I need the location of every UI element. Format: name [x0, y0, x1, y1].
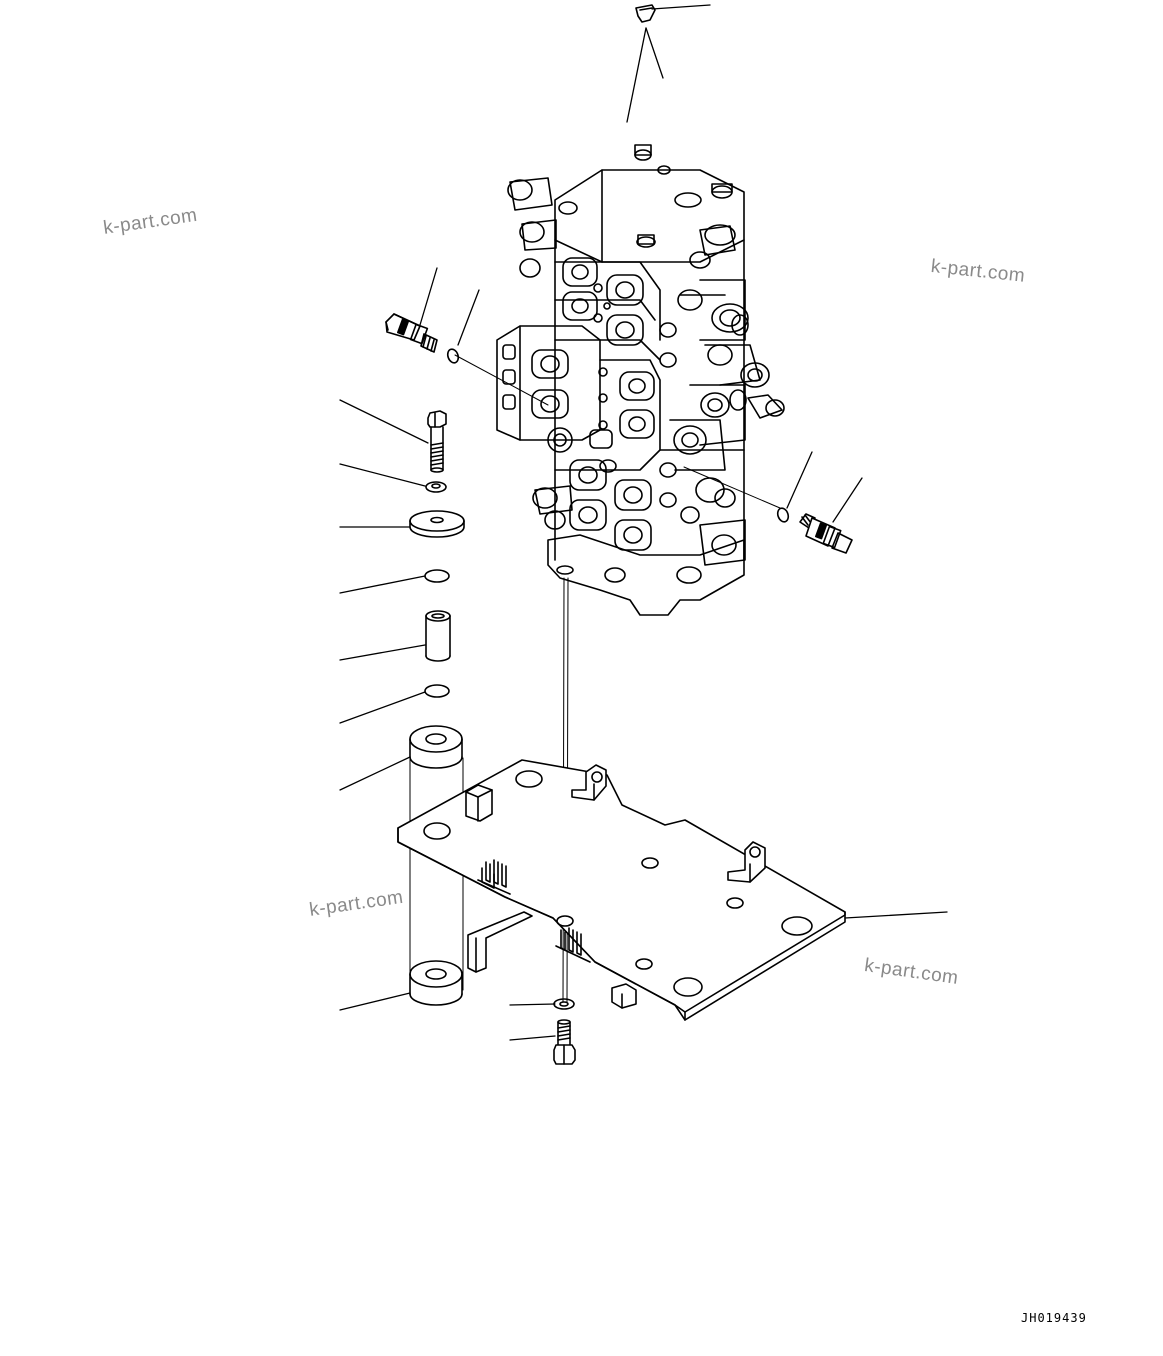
o-ring-icon-2: [425, 685, 449, 697]
plate-hole: [782, 917, 812, 935]
wire-clip-icon: [478, 860, 510, 894]
leader-line-plug-b: [646, 28, 663, 78]
control-valve-icon: [497, 145, 784, 615]
plate-hole: [674, 978, 702, 996]
plate-hole: [516, 771, 542, 787]
plate-hole: [424, 823, 450, 839]
lock-washer-icon: [426, 482, 446, 492]
leader-line-oring-2: [340, 692, 425, 723]
leader-line-plug-a: [627, 28, 646, 122]
pressure-sensor-icon-left: [386, 314, 437, 352]
leader-line-washer-bottom: [510, 1004, 555, 1005]
leader-line-bolt-bottom: [510, 1036, 555, 1040]
leader-line-oring-left: [458, 290, 479, 345]
bolt-icon-bottom: [554, 1020, 575, 1064]
leader-line-cushion-bottom: [340, 993, 410, 1010]
o-ring-icon-right: [776, 507, 790, 524]
rubber-cushion-icon-top: [410, 726, 462, 768]
plate-hole: [557, 916, 573, 926]
leader-line-collar: [340, 645, 425, 660]
o-ring-icon-left: [446, 348, 460, 365]
plate-hole: [636, 959, 652, 969]
leader-line-oring-right: [787, 452, 812, 508]
leader-line-bolt: [340, 400, 428, 443]
leader-line-oring-1: [340, 576, 425, 593]
washer-icon: [410, 511, 464, 537]
right-spool-bodies: [660, 225, 784, 565]
leader-line-bracket: [845, 912, 947, 918]
spacer-collar-icon: [426, 611, 450, 661]
plate-hole: [642, 858, 658, 868]
bracket-plate-icon: [398, 760, 845, 1020]
leader-line-cushion-top: [340, 757, 410, 790]
leader-line-lockwasher: [340, 464, 425, 486]
pressure-sensor-icon-right: [800, 514, 852, 553]
plug-icon: [636, 5, 655, 22]
leader-line-sensor-left: [420, 268, 437, 325]
drawing-id: JH019439: [1021, 1311, 1087, 1325]
assembly-line-sensor-right: [684, 467, 780, 508]
bolt-icon: [428, 411, 446, 472]
o-ring-icon-1: [425, 570, 449, 582]
assembly-line-sensor-left: [455, 355, 548, 405]
plate-hole: [727, 898, 743, 908]
leader-line-plug: [652, 5, 710, 9]
washer-icon-bottom: [554, 999, 574, 1009]
wire-clip-icon: [556, 928, 590, 962]
leader-line-sensor-right: [833, 478, 862, 522]
rubber-cushion-icon-bottom: [410, 961, 462, 1005]
